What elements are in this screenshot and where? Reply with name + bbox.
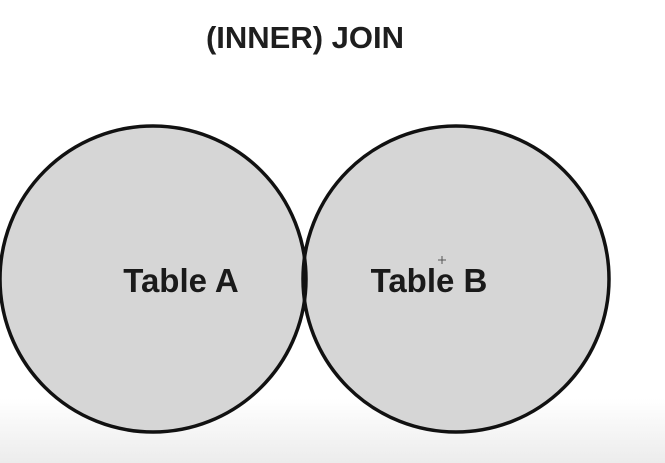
table-b-outline — [301, 124, 611, 434]
table-b-circle — [303, 126, 609, 432]
table-b-label: Table B — [371, 262, 488, 299]
diagram-title: (INNER) JOIN — [206, 20, 404, 55]
table-a-circle — [0, 126, 306, 432]
table-a-label: Table A — [123, 262, 239, 299]
table-a-outline — [0, 124, 308, 434]
crosshair-cursor-icon — [438, 256, 446, 264]
